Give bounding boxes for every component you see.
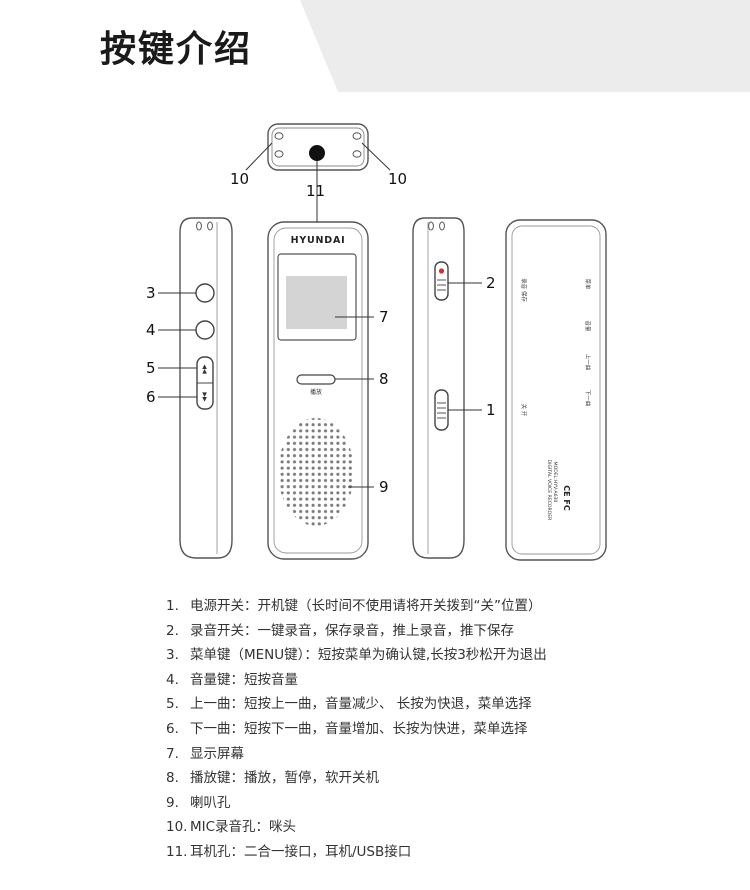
back-label-off-on: 关 开 [520, 404, 528, 417]
svg-text:◀◀: ◀◀ [201, 364, 208, 374]
back-view: 录音 保存 关 开 菜单 音量 上一曲 下一曲 DIGITAL VOICE RE… [505, 219, 607, 561]
callout-1: 1 [486, 401, 496, 419]
earphone-jack [309, 145, 325, 161]
back-product-line1: DIGITAL VOICE RECORDER [546, 460, 552, 522]
back-label-menu: 菜单 [584, 278, 592, 290]
back-product-line2: MODEL:HYV-A630 [552, 462, 558, 503]
brand-logo: HYUNDAI [291, 235, 346, 246]
back-label-prev: 上一曲 [584, 354, 592, 371]
callout-8: 8 [379, 370, 389, 388]
list-item: 4.音量键：短按音量 [166, 671, 298, 688]
callout-6: 6 [146, 388, 156, 406]
list-item: 8.播放键：播放，暂停，软开关机 [166, 770, 379, 787]
display-screen [286, 276, 347, 329]
menu-button [195, 283, 215, 303]
record-dot [438, 268, 445, 274]
header-band [300, 0, 750, 92]
svg-text:▶▶: ▶▶ [201, 392, 208, 402]
back-label-next: 下一曲 [584, 390, 592, 407]
callout-11: 11 [306, 182, 325, 200]
list-item: 3.菜单键（MENU键）：短按菜单为确认键,长按3秒松开为退出 [166, 647, 547, 664]
right-side-view [412, 217, 465, 559]
back-product-marks: CE FC [562, 485, 571, 511]
list-item: 11.耳机孔：二合一接口，耳机/USB接口 [166, 843, 412, 860]
record-switch [434, 261, 449, 301]
callout-4: 4 [146, 321, 156, 339]
callout-2: 2 [486, 274, 496, 292]
button-description-list: 1.电源开关：开机键（长时间不使用请将开关拨到“关”位置） 2.录音开关：一键录… [166, 594, 547, 865]
volume-button [195, 320, 215, 340]
callout-7: 7 [379, 308, 389, 326]
list-item: 5.上一曲：短按上一曲，音量减少、 长按为快退，菜单选择 [166, 696, 532, 713]
list-item: 6.下一曲：短按下一曲，音量增加、长按为快进，菜单选择 [166, 720, 528, 737]
power-switch [434, 389, 449, 431]
callout-3: 3 [146, 284, 156, 302]
page-title: 按键介绍 [100, 29, 253, 70]
list-item: 9.喇叭孔 [166, 794, 231, 811]
list-item: 7.显示屏幕 [166, 745, 244, 762]
callout-10-left: 10 [230, 170, 249, 188]
device-diagram: ◀◀ ▶▶ HYUNDAI 播放 录音 保存 关 开 [146, 123, 607, 561]
back-label-record-save: 录音 保存 [520, 278, 528, 302]
play-button [296, 374, 336, 385]
left-side-view: ◀◀ ▶▶ [179, 217, 233, 559]
callout-5: 5 [146, 359, 156, 377]
callout-9: 9 [379, 478, 389, 496]
speaker-grille [278, 418, 354, 526]
list-item: 10.MIC录音孔：咪头 [166, 819, 297, 836]
list-item: 1.电源开关：开机键（长时间不使用请将开关拨到“关”位置） [166, 598, 542, 614]
back-label-volume: 音量 [584, 320, 592, 332]
play-button-label: 播放 [310, 388, 322, 396]
leader-lines [158, 142, 482, 488]
front-view: HYUNDAI 播放 [267, 221, 369, 560]
callout-10-right: 10 [388, 170, 407, 188]
top-view [267, 123, 369, 171]
list-item: 2.录音开关：一键录音，保存录音，推上录音，推下保存 [166, 622, 514, 639]
